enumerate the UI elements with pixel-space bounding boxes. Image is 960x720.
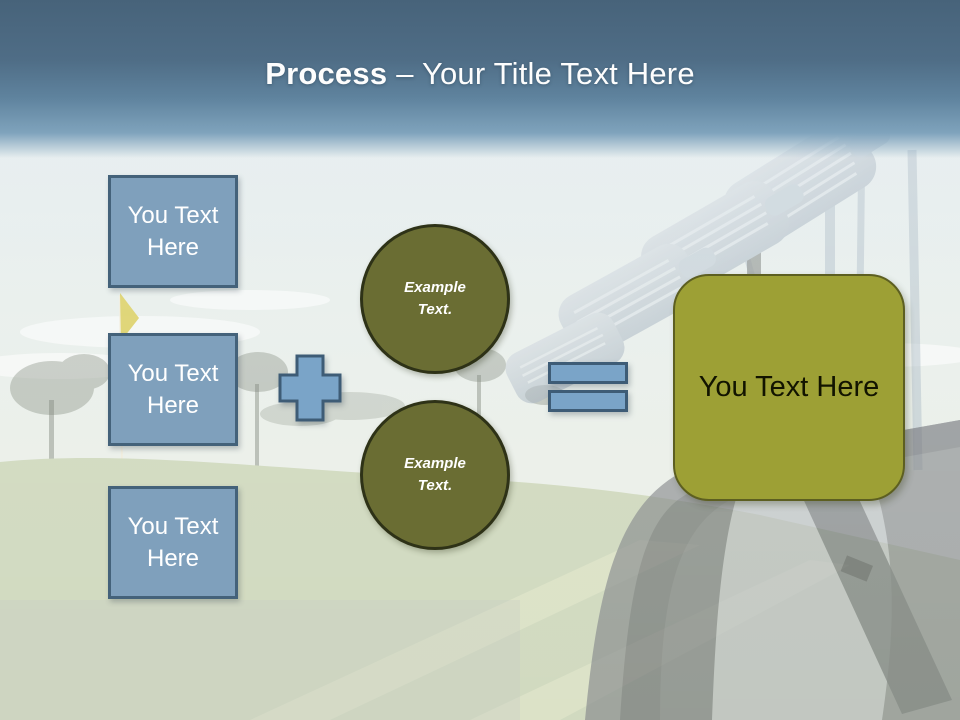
example-circle-1-label: Example Text. xyxy=(404,278,466,319)
slide-title: Process– Your Title Text Here xyxy=(0,56,960,92)
example-circle-2: Example Text. xyxy=(360,400,510,550)
slide-title-rest: – Your Title Text Here xyxy=(396,56,695,91)
input-box-1: You Text Here xyxy=(108,175,238,288)
example-circle-2-label: Example Text. xyxy=(404,454,466,495)
equals-bar-bottom xyxy=(548,390,628,412)
input-box-2: You Text Here xyxy=(108,333,238,446)
input-box-2-label: You Text Here xyxy=(127,359,219,419)
title-banner xyxy=(0,0,960,158)
result-box-label: You Text Here xyxy=(698,371,880,404)
equals-icon xyxy=(548,362,628,412)
example-circle-1: Example Text. xyxy=(360,224,510,374)
input-box-1-label: You Text Here xyxy=(127,201,219,261)
slide-title-keyword: Process xyxy=(265,56,388,91)
input-box-3: You Text Here xyxy=(108,486,238,599)
input-box-3-label: You Text Here xyxy=(127,512,219,572)
equals-bar-top xyxy=(548,362,628,384)
result-box: You Text Here xyxy=(673,274,905,501)
plus-icon xyxy=(277,353,343,423)
